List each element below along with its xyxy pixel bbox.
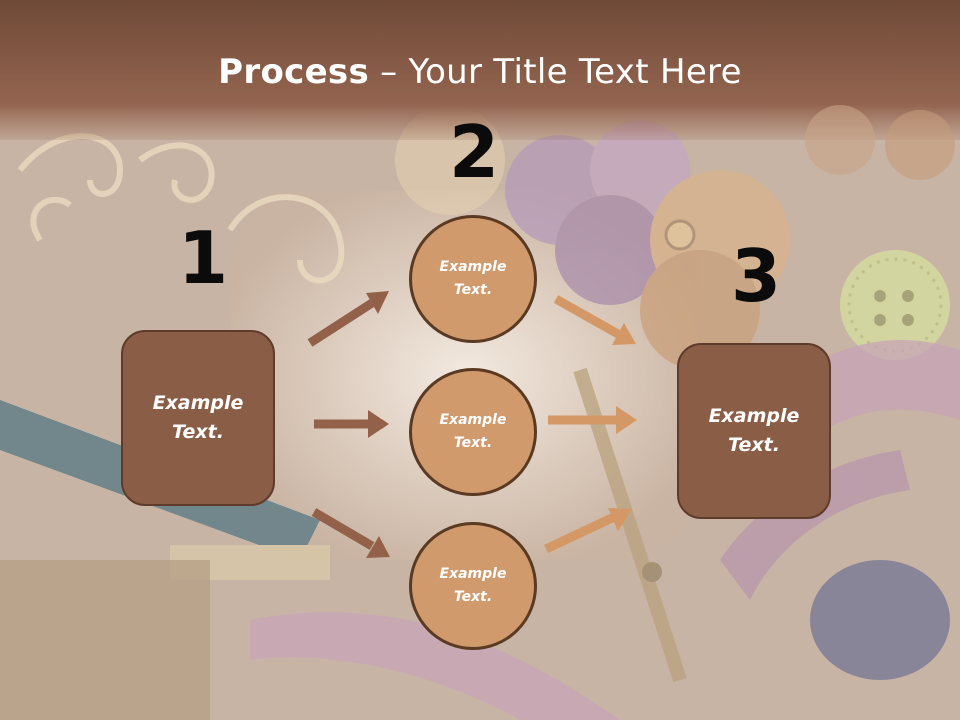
title-bold: Process bbox=[218, 52, 370, 92]
slide-title: Process – Your Title Text Here bbox=[0, 52, 960, 92]
circle-top-text: Example Text. bbox=[439, 259, 507, 298]
right-box-text: Example Text. bbox=[708, 405, 800, 456]
title-rest: – Your Title Text Here bbox=[369, 52, 742, 92]
circle-top[interactable]: Example Text. bbox=[409, 215, 537, 343]
circle-bottom[interactable]: Example Text. bbox=[409, 522, 537, 650]
ribbon-decoration bbox=[250, 340, 960, 720]
step-number-3: 3 bbox=[731, 234, 782, 318]
left-box[interactable]: Example Text. bbox=[121, 330, 275, 506]
header-dots-decoration bbox=[805, 105, 955, 180]
circle-bottom-text: Example Text. bbox=[439, 566, 507, 605]
right-box[interactable]: Example Text. bbox=[677, 343, 831, 519]
circle-middle-text: Example Text. bbox=[439, 412, 507, 451]
circle-middle[interactable]: Example Text. bbox=[409, 368, 537, 496]
filigree-decoration bbox=[17, 133, 345, 284]
step-number-1: 1 bbox=[178, 216, 229, 300]
left-box-text: Example Text. bbox=[152, 392, 244, 443]
button-decoration bbox=[840, 250, 950, 360]
step-number-2: 2 bbox=[449, 110, 500, 194]
